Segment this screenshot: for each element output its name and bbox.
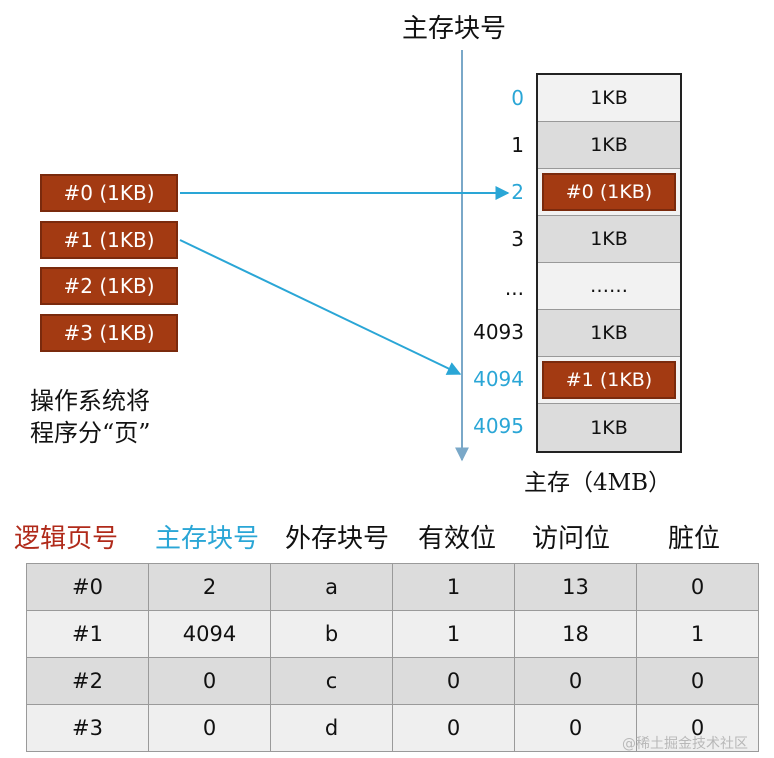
table-cell: 0: [636, 657, 759, 705]
memory-index-3: 3: [511, 227, 524, 251]
watermark: @稀土掘金技术社区: [622, 736, 748, 752]
table-cell: #1: [26, 610, 149, 658]
logical-page-3: #3 (1KB): [40, 314, 178, 352]
memory-cell-2: #0 (1KB): [538, 169, 680, 216]
table-cell: 0: [636, 563, 759, 611]
table-cell: #3: [26, 704, 149, 752]
table-cell: 1: [392, 563, 515, 611]
table-cell: 2: [148, 563, 271, 611]
os-note-line2: 程序分“页”: [30, 419, 151, 447]
table-row: #0 2 a 1 13 0: [26, 563, 759, 611]
table-cell: 0: [392, 657, 515, 705]
memory-cell-3: 1KB: [538, 216, 680, 263]
memory-cell-4094-page: #1 (1KB): [542, 361, 676, 399]
memory-cell-4094: #1 (1KB): [538, 357, 680, 404]
header-dirty-bit: 脏位: [668, 524, 721, 554]
table-cell: #0: [26, 563, 149, 611]
memory-cell-0: 1KB: [538, 75, 680, 122]
logical-page-1: #1 (1KB): [40, 221, 178, 259]
table-cell: 0: [148, 657, 271, 705]
table-cell: 4094: [148, 610, 271, 658]
memory-index-1: 1: [511, 133, 524, 157]
table-cell: 18: [514, 610, 637, 658]
table-cell: 0: [148, 704, 271, 752]
arrows-layer: [179, 50, 510, 462]
memory-cell-1: 1KB: [538, 122, 680, 169]
table-cell: 0: [392, 704, 515, 752]
table-cell: 1: [636, 610, 759, 658]
header-access-bit: 访问位: [532, 524, 611, 554]
memory-cell-4095: 1KB: [538, 404, 680, 451]
page-table: #0 2 a 1 13 0 #1 4094 b 1 18 1 #2 0 c 0 …: [26, 563, 759, 752]
table-cell: 1: [392, 610, 515, 658]
memory-index-4094: 4094: [473, 367, 524, 391]
table-cell: b: [270, 610, 393, 658]
main-memory-column: 1KB 1KB #0 (1KB) 1KB …… 1KB #1 (1KB) 1KB: [536, 73, 682, 453]
table-cell: 0: [636, 704, 759, 752]
table-cell: 13: [514, 563, 637, 611]
header-main-memory-block: 主存块号: [155, 524, 260, 554]
table-cell: #2: [26, 657, 149, 705]
table-cell: 0: [514, 657, 637, 705]
memory-index-0: 0: [511, 86, 524, 110]
logical-page-0: #0 (1KB): [40, 174, 178, 212]
table-cell: a: [270, 563, 393, 611]
table-cell: 0: [514, 704, 637, 752]
os-note-line1: 操作系统将: [30, 387, 150, 415]
main-memory-block-title: 主存块号: [402, 14, 507, 44]
memory-cell-2-page: #0 (1KB): [542, 173, 676, 211]
table-cell: d: [270, 704, 393, 752]
memory-index-4095: 4095: [473, 414, 524, 438]
memory-cell-ellipsis: ……: [538, 263, 680, 310]
header-valid-bit: 有效位: [418, 524, 497, 554]
memory-index-ellipsis: ...: [504, 276, 524, 300]
header-logical-page: 逻辑页号: [14, 524, 119, 554]
main-memory-caption: 主存（4MB）: [524, 470, 672, 496]
logical-page-2: #2 (1KB): [40, 267, 178, 305]
memory-index-2: 2: [511, 180, 524, 204]
memory-index-4093: 4093: [473, 320, 524, 344]
table-row: #1 4094 b 1 18 1: [26, 610, 759, 658]
memory-cell-4093: 1KB: [538, 310, 680, 357]
table-cell: c: [270, 657, 393, 705]
mapping-arrow-page1: [179, 239, 462, 375]
table-row: #3 0 d 0 0 0: [26, 704, 759, 752]
header-external-block: 外存块号: [285, 524, 390, 554]
table-row: #2 0 c 0 0 0: [26, 657, 759, 705]
